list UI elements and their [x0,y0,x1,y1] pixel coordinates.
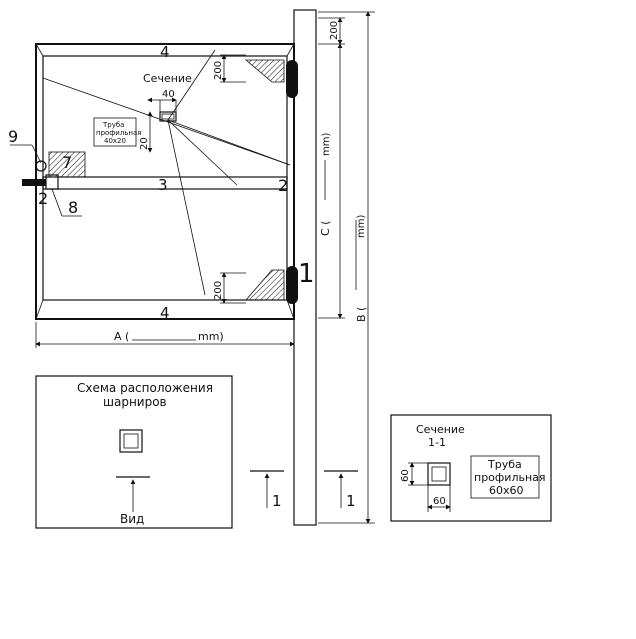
dim-top-200: 200 [213,61,224,80]
section-box [390,414,552,522]
section-dim-w: 40 [162,89,175,100]
hinge-bottom [286,266,298,304]
hinge-scheme-title-2: шарниров [103,395,167,409]
view-arrow-2 [324,470,358,508]
num-7: 7 [62,153,72,172]
section-box-title-2: 1-1 [428,436,446,449]
hinge-scheme-title-1: Схема расположения [77,381,213,395]
bolt [22,179,46,186]
section-tube-40x20 [159,111,177,122]
section-dim-h: 20 [139,137,150,150]
num-8: 8 [68,198,78,217]
num-4-bottom: 4 [160,304,170,322]
gusset-top-right [244,59,285,83]
section-box-title-1: Сечение [416,423,465,436]
tube-label-3: 40x20 [104,137,126,145]
hinge-scheme [35,375,233,529]
num-2-left: 2 [38,189,48,208]
post-dim-B-unit: mm) [356,215,367,238]
hinge-scheme-view: Вид [120,512,144,526]
dim-A-unit: mm) [198,330,224,343]
post-dim-B: B ( [355,307,368,322]
section-box-tube-2: профильная [474,471,546,484]
lock-circle-9 [35,160,47,172]
post-dim-C: C ( [319,221,332,236]
num-4-top: 4 [160,43,170,61]
num-3: 3 [158,176,168,194]
dim-A: A ( [114,330,129,343]
gate-frame [10,43,295,348]
post-dim-C-unit: mm) [321,133,332,156]
gate-post [286,9,375,526]
view-arrow-2-label: 1 [346,492,356,510]
tube-label-box [93,117,137,147]
tube-label-2: профильная [96,129,142,137]
gusset-bottom-right [245,269,285,301]
view-arrow-1 [250,470,284,508]
dim-bottom-200: 200 [213,281,224,300]
num-1-hinge: 1 [298,259,315,289]
section-box-tube-1: Труба [487,458,522,471]
tube-label-1: Труба [102,121,124,129]
lock-plate [48,151,86,178]
hinge-top [286,60,298,98]
num-9: 9 [8,127,18,146]
section-box-dim-h: 60 [400,469,411,482]
post-dim-200: 200 [329,21,340,40]
num-2-right: 2 [278,176,288,195]
section-title: Сечение [143,72,192,85]
section-box-tube-3: 60x60 [489,484,524,497]
view-arrow-1-label: 1 [272,492,282,510]
section-box-dim-w: 60 [433,496,446,507]
